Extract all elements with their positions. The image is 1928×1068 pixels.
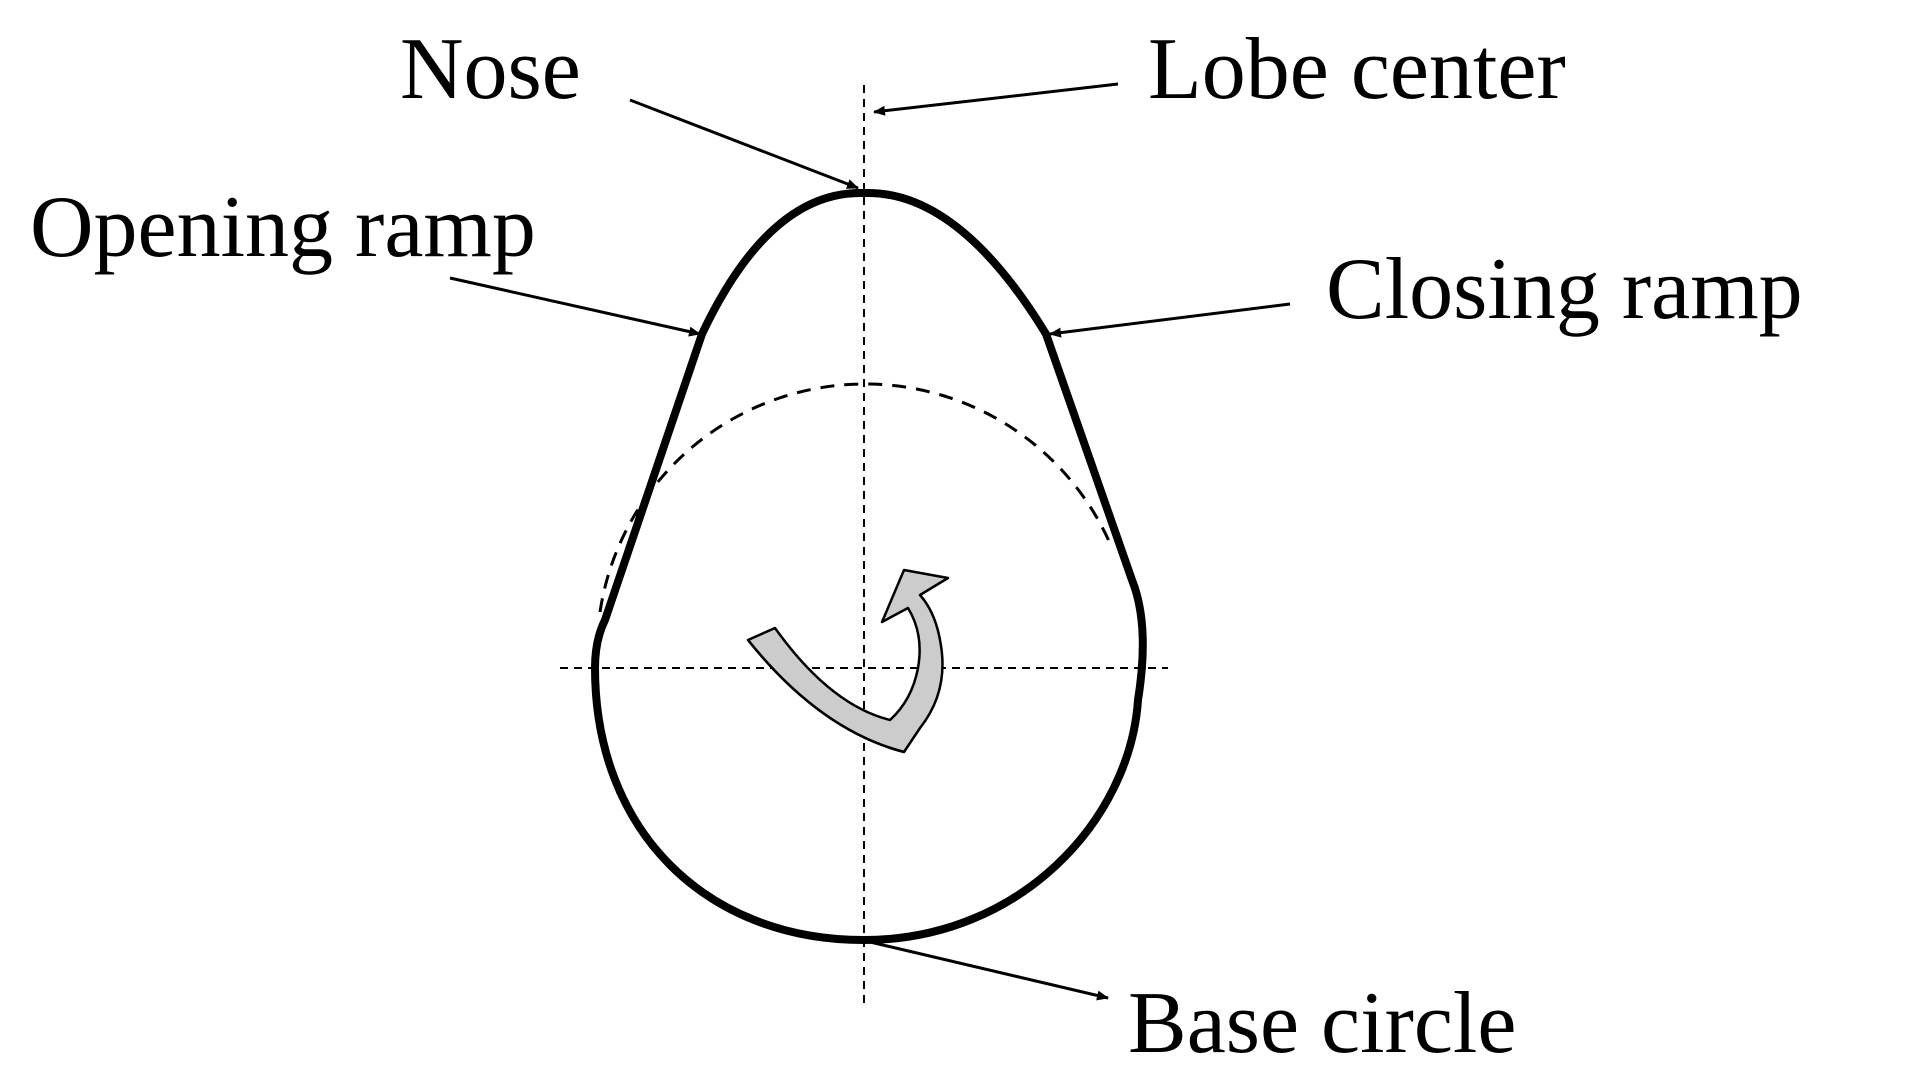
rotation-arrow xyxy=(746,568,950,754)
closing-ramp-label: Closing ramp xyxy=(1326,241,1803,338)
base-circle-label: Base circle xyxy=(1128,975,1516,1068)
nose-leader xyxy=(629,98,859,190)
nose-label: Nose xyxy=(400,21,581,118)
closing-ramp-leader xyxy=(1049,302,1291,338)
lobe-center-leader xyxy=(873,82,1119,116)
base-circle-dashed-arc xyxy=(598,382,1114,613)
base-circle-leader xyxy=(869,940,1109,1001)
lobe-center-label: Lobe center xyxy=(1148,21,1566,118)
opening-ramp-leader xyxy=(449,276,701,337)
opening-ramp-label: Opening ramp xyxy=(30,179,536,276)
curved-rotation-arrow-icon xyxy=(746,568,950,754)
cam-lobe-outline xyxy=(591,188,1147,944)
